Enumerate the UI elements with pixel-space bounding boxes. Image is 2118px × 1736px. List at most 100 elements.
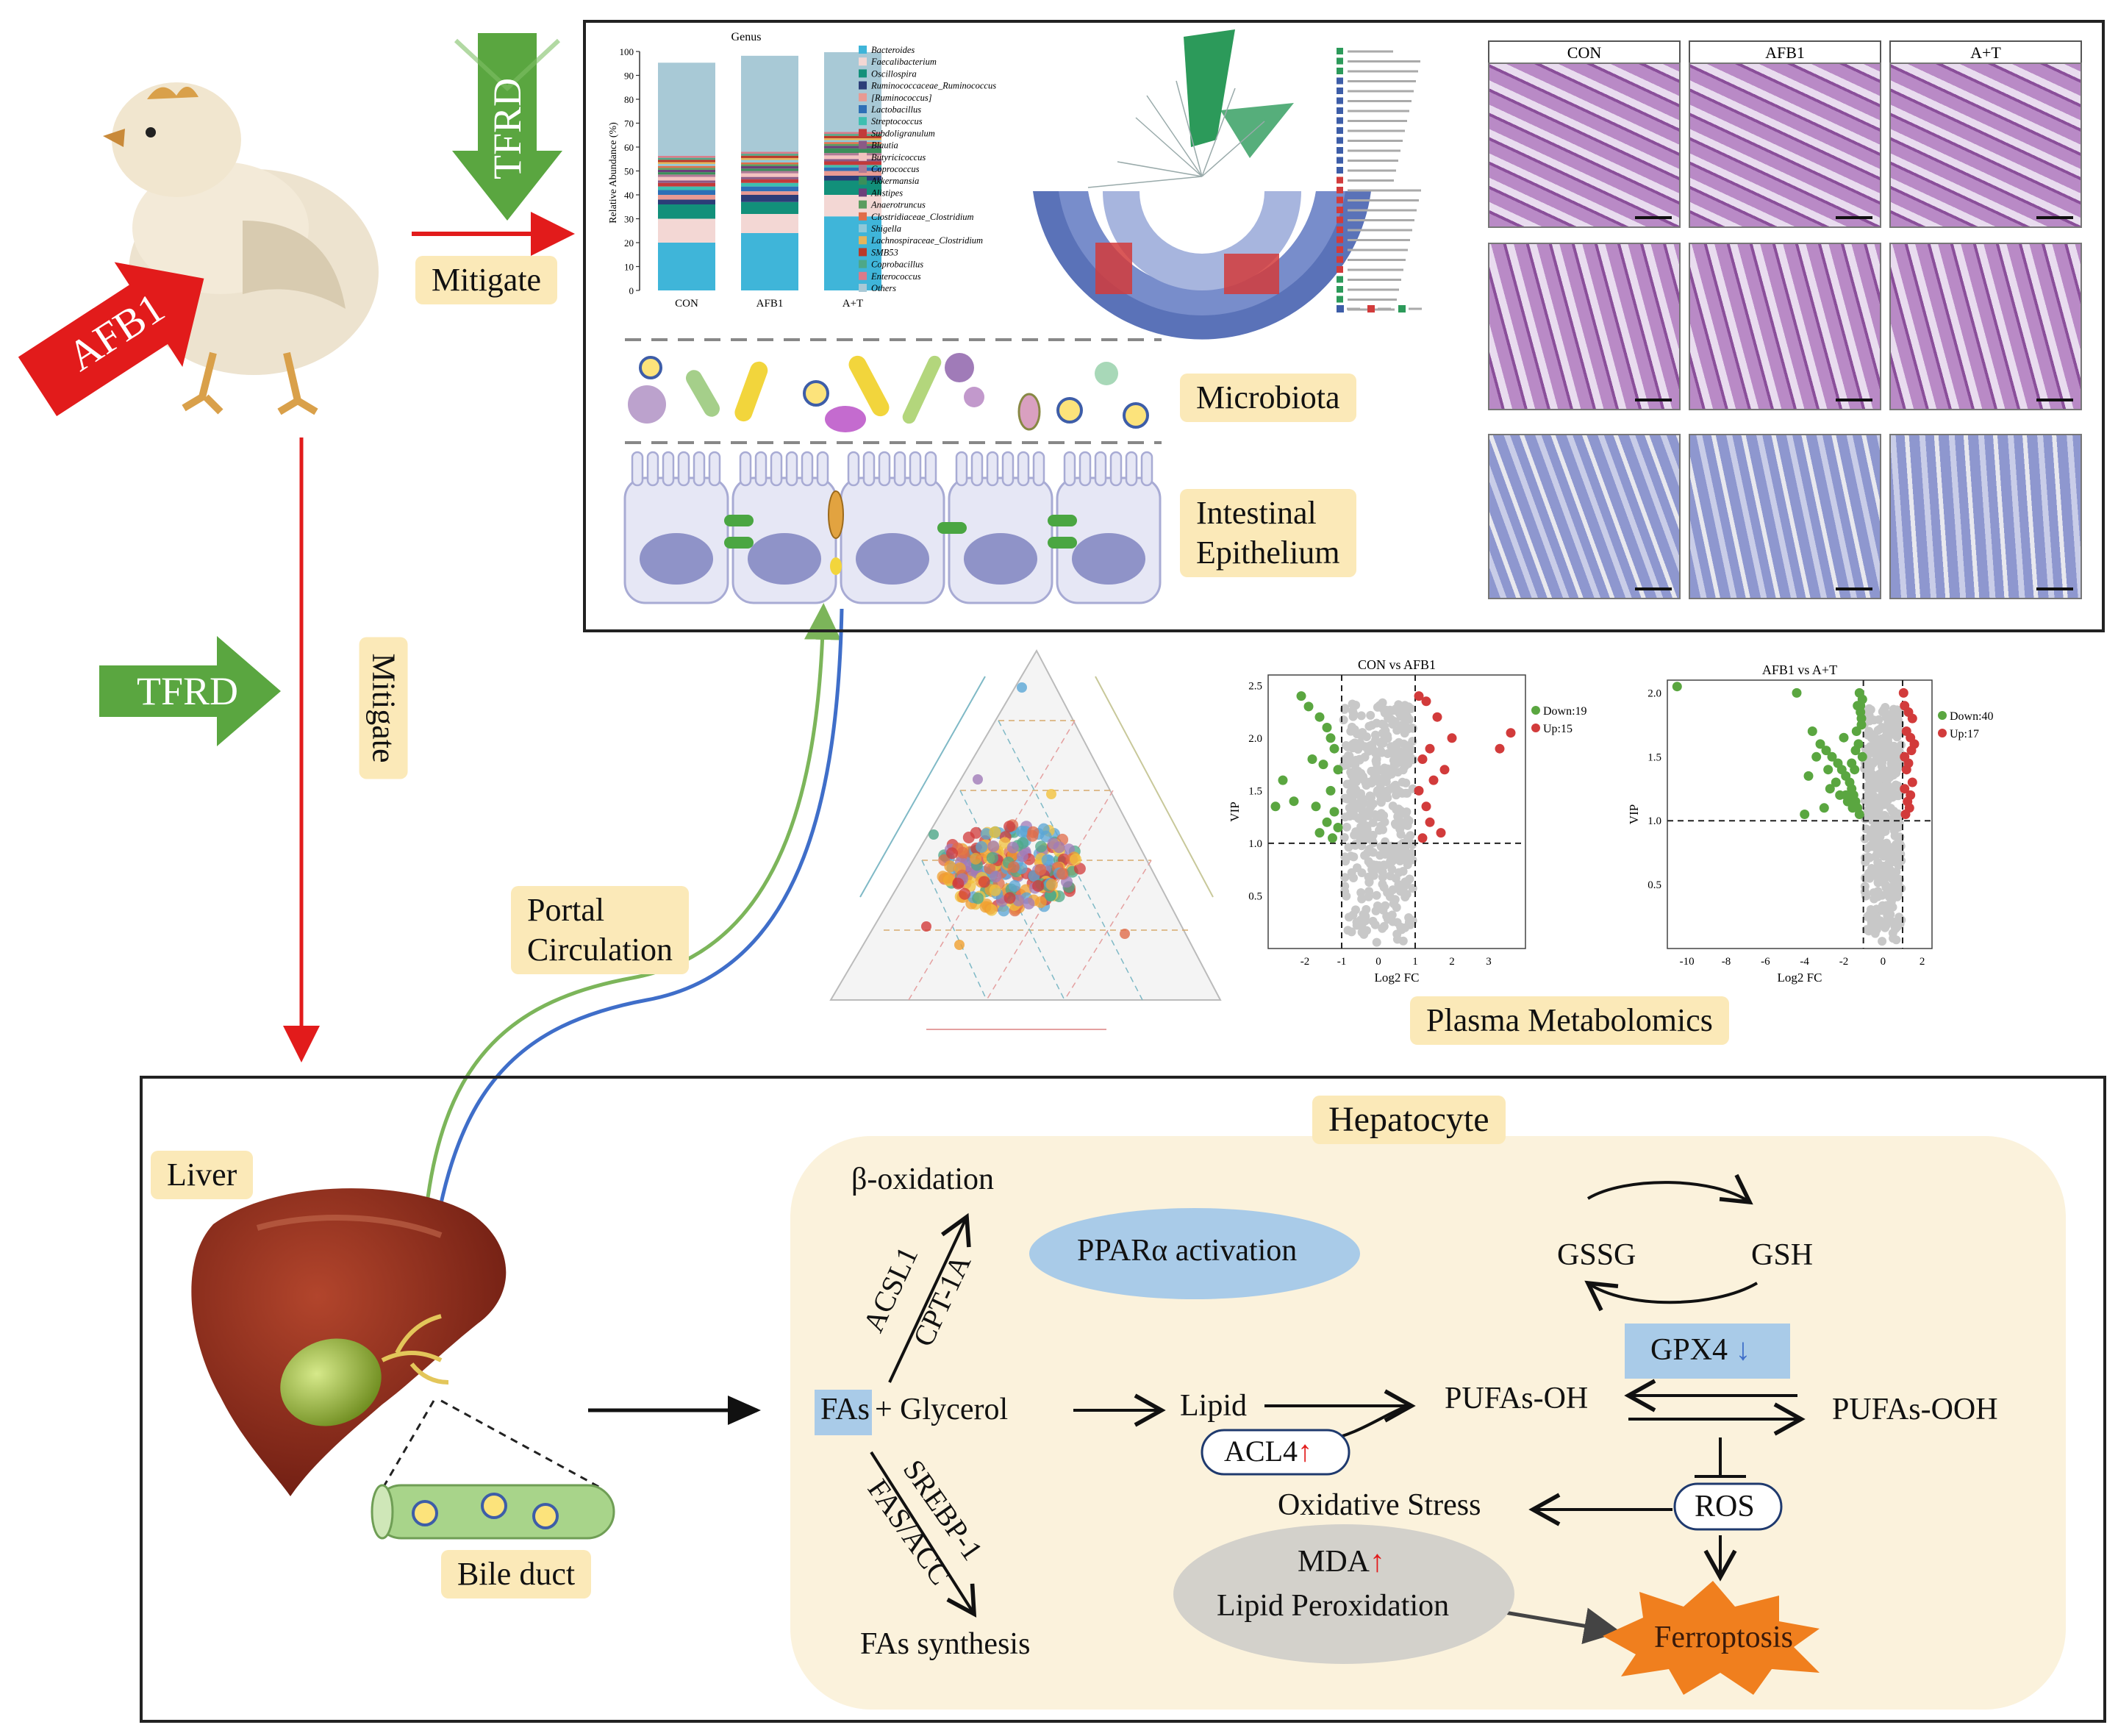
volcano-point-ns <box>1401 788 1411 798</box>
ternary-point <box>1120 929 1130 939</box>
microvillus <box>847 451 860 487</box>
volcano-point-ns <box>1869 832 1878 841</box>
volcano-point-down <box>1857 694 1867 704</box>
bar-segment <box>658 176 715 181</box>
volcano-point-ns <box>1368 799 1378 809</box>
volcano-point-ns <box>1395 824 1405 834</box>
portal-green-line <box>419 603 841 1361</box>
volcano-point-ns <box>1893 781 1903 790</box>
volcano-point-ns <box>1864 852 1873 862</box>
bile-zoom-line-left <box>381 1400 435 1490</box>
bar-segment <box>741 171 798 174</box>
volcano-point-up <box>1421 696 1431 707</box>
volcano-point-ns <box>1365 791 1375 801</box>
bar-legend-label: Coprobacillus <box>871 260 923 270</box>
volcano-point-up <box>1428 775 1439 785</box>
bar-segment <box>658 164 715 166</box>
ternary-point <box>998 904 1010 917</box>
gpx4-box <box>1625 1324 1790 1379</box>
volcano-point-down <box>1850 765 1860 775</box>
liver-panel-frame <box>140 1076 2106 1723</box>
volcano-point-ns <box>1400 748 1410 757</box>
volcano-point-ns <box>1874 847 1883 856</box>
volcano-point-ns <box>1359 808 1367 818</box>
bar-legend-swatch <box>859 188 867 197</box>
volcano-legend-dot <box>1938 711 1947 720</box>
volcano-x-axis-label: Log2 FC <box>1778 971 1822 985</box>
volcano-point-ns <box>1401 758 1411 768</box>
tight-junction <box>724 515 754 526</box>
gpx4-text: GPX4 ↓ <box>1650 1332 1751 1368</box>
volcano-point-up <box>1898 687 1908 698</box>
volcano-point-ns <box>1379 766 1389 776</box>
ternary-point <box>944 860 956 873</box>
clado-group-swatch <box>1398 305 1406 312</box>
bar-segment <box>658 62 715 157</box>
volcano-point-ns <box>1404 857 1414 865</box>
microvillus <box>646 451 659 487</box>
volcano-point-ns <box>1342 822 1351 832</box>
ros-capsule <box>1673 1482 1783 1531</box>
volcano-point-down <box>1811 751 1822 762</box>
histology-panel <box>1889 243 2082 410</box>
bar-legend-label: Ruminococcaceae_Ruminococcus <box>870 81 996 91</box>
histology-panel <box>1488 434 1681 599</box>
bar-legend-swatch <box>859 57 867 66</box>
volcano-point-down <box>1325 785 1336 796</box>
microbiota-band <box>625 338 1162 444</box>
ternary-point <box>1073 862 1086 875</box>
bar-segment <box>741 55 798 152</box>
ternary-point <box>962 832 975 843</box>
histology-panel <box>1689 62 1881 228</box>
volcano-x-tick-label: -10 <box>1680 956 1695 968</box>
clado-legend-swatch <box>1337 167 1343 174</box>
volcano-x-tick-label: -2 <box>1839 956 1849 968</box>
volcano-point-ns <box>1365 846 1375 855</box>
volcano-point-ns <box>1870 802 1879 812</box>
volcano-x-tick-label: -1 <box>1337 956 1347 968</box>
bar-segment <box>824 165 881 168</box>
volcano-point-ns <box>1353 863 1362 873</box>
volcano-point-up <box>1506 728 1516 738</box>
volcano-point-up <box>1900 810 1911 819</box>
bar-legend-swatch <box>859 93 867 101</box>
ternary-point <box>1041 854 1053 866</box>
ternary-point <box>989 884 1001 896</box>
volcano-point-ns <box>1392 918 1402 927</box>
histology-panel <box>1488 243 1681 410</box>
volcano-point-ns <box>1895 912 1904 922</box>
microvillus <box>801 451 814 487</box>
volcano-x-tick-label: 0 <box>1881 956 1886 968</box>
volcano-x-axis-label: Log2 FC <box>1375 971 1420 985</box>
ternary-point <box>1047 837 1059 850</box>
volcano-point-ns <box>1867 743 1876 752</box>
ternary-point <box>1032 879 1045 892</box>
bile-duct-label: Bile duct <box>441 1550 592 1599</box>
histology-scale-bar <box>1635 216 1672 219</box>
volcano-point-ns <box>1355 830 1364 840</box>
histology-panel <box>1889 434 2082 599</box>
volcano-point-ns <box>1340 812 1350 822</box>
histology-panel <box>1488 62 1681 228</box>
bar-segment <box>824 153 881 156</box>
volcano-point-down <box>1333 765 1343 775</box>
microbiota-label: Microbiota <box>1180 374 1356 422</box>
bar-legend-swatch <box>859 81 867 90</box>
volcano-point-ns <box>1346 851 1356 861</box>
volcano-point-down <box>1329 743 1339 754</box>
fas-text: FAs <box>820 1393 870 1426</box>
volcano-point-ns <box>1870 916 1879 926</box>
microvillus <box>662 451 675 487</box>
cell-nucleus <box>748 533 821 585</box>
bar-segment <box>658 204 715 219</box>
ternary-point <box>972 892 984 904</box>
bar-segment <box>658 160 715 162</box>
bar-legend-label: Butyricicoccus <box>871 152 926 162</box>
microvillus <box>862 451 876 487</box>
volcano-point-ns <box>1373 901 1382 910</box>
portal-circulation-label: Portal Circulation <box>511 886 689 974</box>
bar-segment <box>824 135 881 138</box>
clado-legend-swatch <box>1337 87 1343 94</box>
bar-legend-label: Subdoligranulum <box>871 128 935 138</box>
volcano-point-down <box>1800 810 1810 819</box>
